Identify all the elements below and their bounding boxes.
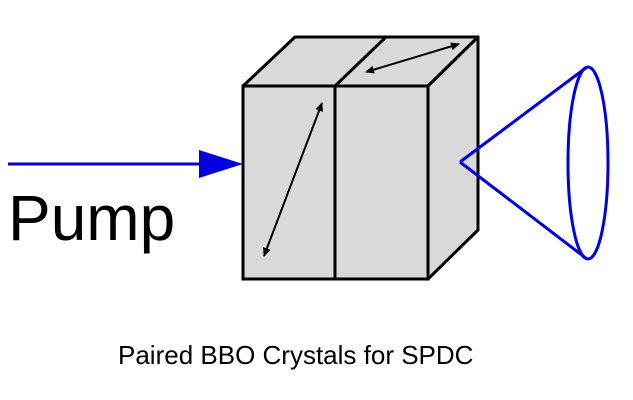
emission-cone-ellipse — [566, 65, 610, 261]
diagram-caption: Paired BBO Crystals for SPDC — [118, 340, 473, 370]
pump-beam-arrowhead — [199, 150, 243, 178]
optic-axis-arrow-front — [263, 102, 323, 257]
pump-label: Pump — [8, 182, 175, 254]
optic-axis-arrow-top — [365, 42, 460, 74]
emission-cone-upper-edge — [459, 65, 588, 164]
emission-cone-lower-edge — [459, 160, 588, 261]
